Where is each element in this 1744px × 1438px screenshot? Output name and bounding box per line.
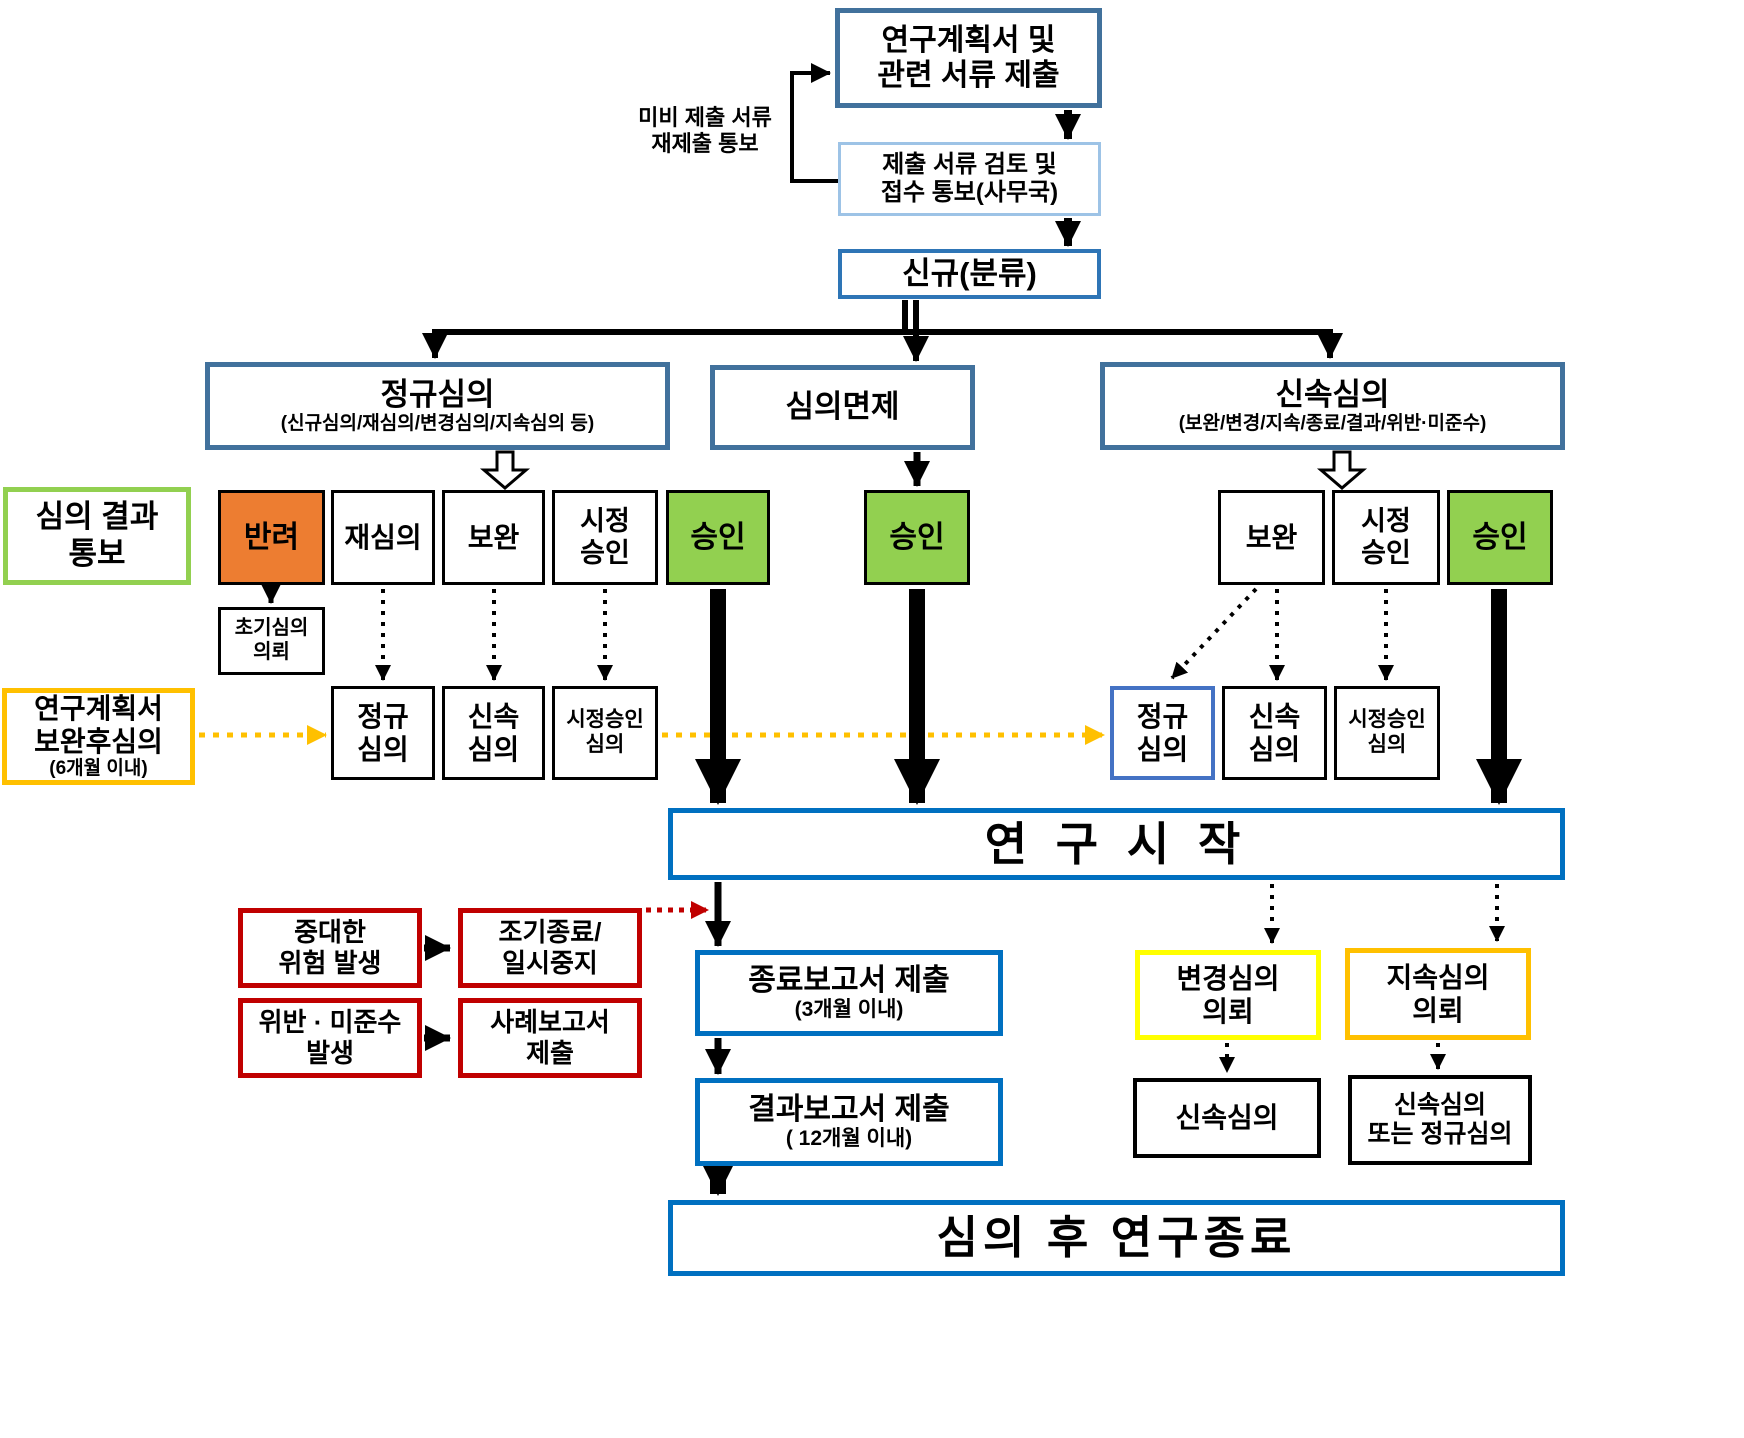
node-approved-left: 승인 bbox=[666, 490, 770, 585]
node-exempt-review-branch: 심의면제 bbox=[710, 365, 975, 450]
node-corrective-review-left: 시정승인 심의 bbox=[552, 686, 658, 780]
node-early-termination: 조기종료/ 일시중지 bbox=[458, 908, 642, 988]
node-regular-review-branch: 정규심의 (신규심의/재심의/변경심의/지속심의 등) bbox=[205, 362, 670, 450]
regular-review-subtitle: (신규심의/재심의/변경심의/지속심의 등) bbox=[280, 413, 595, 435]
dotted-review-arrows bbox=[375, 587, 1505, 1073]
node-corrective-approval-left: 시정 승인 bbox=[552, 490, 658, 585]
expedited-review-title: 신속심의 bbox=[1275, 376, 1390, 412]
main-flow-arrows bbox=[261, 110, 1343, 1075]
exempt-review-title: 심의면제 bbox=[785, 389, 900, 425]
node-amendment-review-request: 변경심의 의뢰 bbox=[1135, 950, 1321, 1040]
label-resubmission-note: 미비 제출 서류 재제출 통보 bbox=[638, 105, 772, 156]
node-initial-review-request: 초기심의 의뢰 bbox=[218, 607, 325, 675]
resubmit-review-line2: 보완후심의 bbox=[34, 726, 163, 758]
node-expedited-review-left: 신속 심의 bbox=[442, 686, 545, 780]
node-rejected: 반려 bbox=[218, 490, 325, 585]
node-expedited-review-right: 신속 심의 bbox=[1222, 686, 1327, 780]
node-research-end: 심의 후 연구종료 bbox=[668, 1200, 1565, 1276]
resubmit-review-line1: 연구계획서 bbox=[34, 693, 163, 725]
node-result-report: 결과보고서 제출 ( 12개월 이내) bbox=[695, 1078, 1003, 1166]
result-report-subtitle: ( 12개월 이내) bbox=[785, 1127, 913, 1151]
node-regular-review-right: 정규 심의 bbox=[1110, 686, 1215, 780]
hollow-result-arrows bbox=[479, 450, 1368, 490]
node-final-report: 종료보고서 제출 (3개월 이내) bbox=[695, 950, 1003, 1036]
approval-thick-arrows bbox=[695, 589, 1522, 1196]
node-research-start: 연 구 시 작 bbox=[668, 808, 1565, 880]
node-document-review: 제출 서류 검토 및 접수 통보(사무국) bbox=[838, 142, 1101, 216]
node-approved-right: 승인 bbox=[1447, 490, 1553, 585]
node-supplement-left: 보완 bbox=[442, 490, 545, 585]
node-submit-documents: 연구계획서 및 관련 서류 제출 bbox=[835, 8, 1102, 108]
node-serious-risk: 중대한 위험 발생 bbox=[238, 908, 422, 988]
final-report-subtitle: (3개월 이내) bbox=[794, 998, 904, 1022]
node-continuing-review-request: 지속심의 의뢰 bbox=[1345, 948, 1531, 1040]
final-report-title: 종료보고서 제출 bbox=[748, 963, 950, 997]
resubmit-review-line3: (6개월 이내) bbox=[49, 758, 148, 780]
node-supplement-right: 보완 bbox=[1218, 490, 1325, 585]
node-approved-middle: 승인 bbox=[864, 490, 970, 585]
node-expedited-review-bottom: 신속심의 bbox=[1133, 1078, 1321, 1158]
node-resubmit-review: 연구계획서 보완후심의 (6개월 이내) bbox=[2, 688, 195, 785]
node-expedited-or-regular: 신속심의 또는 정규심의 bbox=[1348, 1075, 1532, 1165]
node-corrective-approval-right: 시정 승인 bbox=[1332, 490, 1440, 585]
node-regular-review-left: 정규 심의 bbox=[331, 686, 435, 780]
node-expedited-review-branch: 신속심의 (보완/변경/지속/종료/결과/위반·미준수) bbox=[1100, 362, 1565, 450]
node-result-notice: 심의 결과 통보 bbox=[3, 487, 191, 585]
node-rereview: 재심의 bbox=[331, 490, 435, 585]
regular-review-title: 정규심의 bbox=[380, 376, 495, 412]
node-violation: 위반 · 미준수 발생 bbox=[238, 998, 422, 1078]
node-case-report: 사례보고서 제출 bbox=[458, 998, 642, 1078]
resubmission-loop-arrow bbox=[790, 63, 838, 183]
expedited-review-subtitle: (보완/변경/지속/종료/결과/위반·미준수) bbox=[1178, 413, 1487, 435]
result-report-title: 결과보고서 제출 bbox=[748, 1092, 950, 1126]
node-new-classification: 신규(분류) bbox=[838, 249, 1101, 299]
node-corrective-review-right: 시정승인 심의 bbox=[1334, 686, 1440, 780]
